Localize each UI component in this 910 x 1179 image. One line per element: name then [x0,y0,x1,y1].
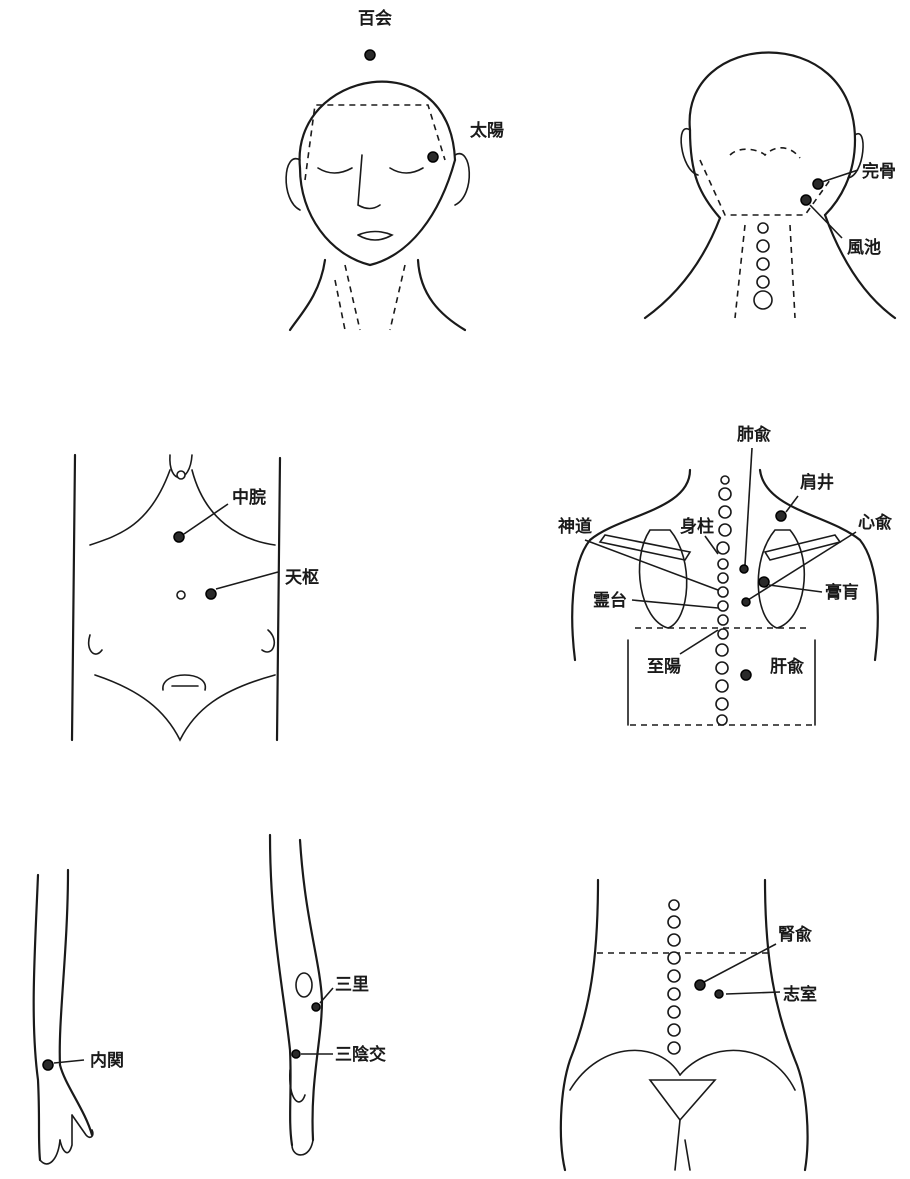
fengchi-point [801,195,811,205]
neiguan-point [43,1060,53,1070]
jianjing-point [776,511,786,521]
front-head-figure [286,82,469,330]
sanyinjiao-label: 三陰交 [335,1044,386,1065]
zhishi-point [715,990,723,998]
ganshu-point [741,670,751,680]
baihui-point [365,50,375,60]
wangu-point [813,179,823,189]
shenzhu-label: 身柱 [680,516,714,537]
sanyinjiao-point [292,1050,300,1058]
xinshu-point [742,598,750,606]
taiyang-point [428,152,438,162]
neiguan-label: 内関 [90,1050,124,1071]
sanli-label: 三里 [335,975,369,995]
zhishi-label: 志室 [783,984,817,1005]
baihui-label: 百会 [358,8,392,29]
leg-figure [270,835,322,1155]
shendao-label: 神道 [558,516,592,537]
ganshu-label: 肝兪 [770,656,804,677]
gaohuang-point [759,577,769,587]
gaohuang-label: 膏肓 [825,582,859,603]
spine-vertebrae [716,476,731,725]
tianshu-point [206,589,216,599]
zhiyang-label: 至陽 [647,657,681,677]
navel [177,591,185,599]
feishu-point [740,565,748,573]
shenshu-label: 腎兪 [778,924,812,945]
taiyang-label: 太陽 [470,120,504,141]
xinshu-label: 心兪 [858,512,892,533]
fengchi-label: 風池 [847,237,881,258]
sanli-point [312,1003,320,1011]
zhongwan-point [174,532,184,542]
feishu-label: 肺兪 [737,424,771,445]
jianjing-label: 肩井 [800,472,834,493]
lingtai-label: 霊台 [593,590,627,611]
back-head-figure [645,53,895,319]
lower-back-figure [561,880,808,1170]
zhongwan-label: 中脘 [232,487,266,508]
arm-figure [34,870,93,1164]
shenshu-point [695,980,705,990]
wangu-label: 完骨 [862,161,896,182]
tianshu-label: 天枢 [285,567,319,588]
